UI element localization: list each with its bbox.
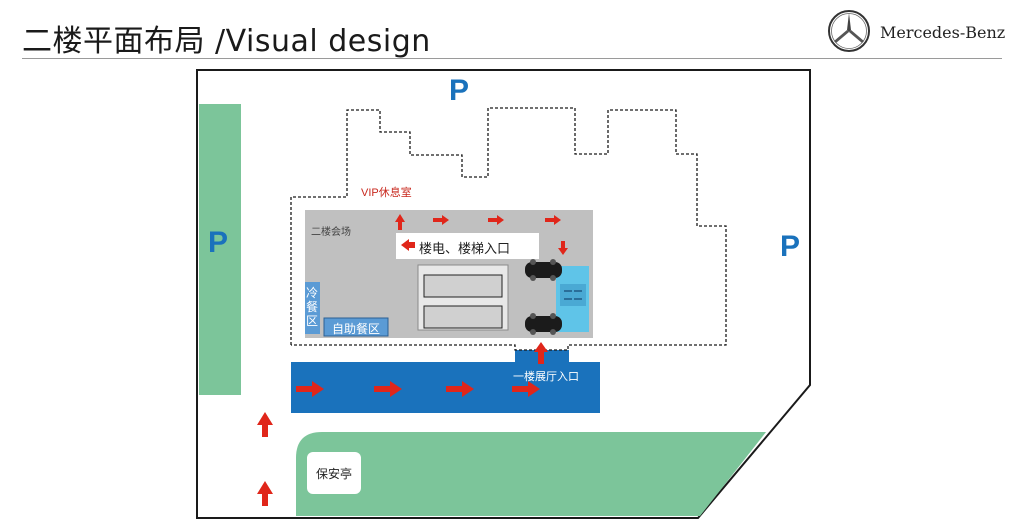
cold-meal-area-label: 冷餐区 bbox=[306, 286, 319, 328]
hall-flow-arrows bbox=[395, 214, 568, 255]
car-1 bbox=[525, 259, 562, 281]
elevator-stairs-entrance-label: 楼电、楼梯入口 bbox=[419, 241, 511, 256]
first-floor-showroom-entrance-label: 一楼展厅入口 bbox=[513, 371, 579, 383]
vip-lounge-label: VIP休息室 bbox=[361, 187, 412, 199]
road-flow-arrows bbox=[296, 381, 540, 397]
car-2 bbox=[525, 313, 562, 335]
mercedes-star-logo-icon bbox=[828, 10, 870, 52]
cold-meal-area bbox=[305, 282, 320, 334]
elevator-label-box bbox=[396, 233, 539, 259]
showroom-entrance-arrow bbox=[534, 342, 548, 364]
buffet-area-label: 自助餐区 bbox=[332, 322, 381, 336]
green-area-bottom bbox=[296, 432, 766, 516]
page-title: 二楼平面布局 /Visual design bbox=[22, 24, 431, 59]
entrance-up-arrows bbox=[257, 412, 273, 506]
vip-lounge-outline bbox=[290, 107, 727, 351]
parking-sign-left: P bbox=[208, 226, 229, 259]
road-strip bbox=[291, 362, 600, 413]
guard-booth bbox=[307, 452, 361, 494]
title-divider bbox=[22, 58, 1002, 59]
brand-name: Mercedes-Benz bbox=[880, 23, 1006, 42]
parking-sign-top: P bbox=[449, 74, 470, 107]
buffet-area bbox=[323, 317, 389, 337]
guard-booth-label: 保安亭 bbox=[316, 467, 353, 481]
display-table-2 bbox=[423, 305, 503, 329]
second-floor-hall-label: 二楼会场 bbox=[311, 227, 351, 238]
green-belt-left bbox=[199, 104, 241, 395]
stage-screen bbox=[560, 284, 586, 306]
display-table-1 bbox=[423, 274, 503, 298]
parking-sign-right: P bbox=[780, 230, 801, 263]
